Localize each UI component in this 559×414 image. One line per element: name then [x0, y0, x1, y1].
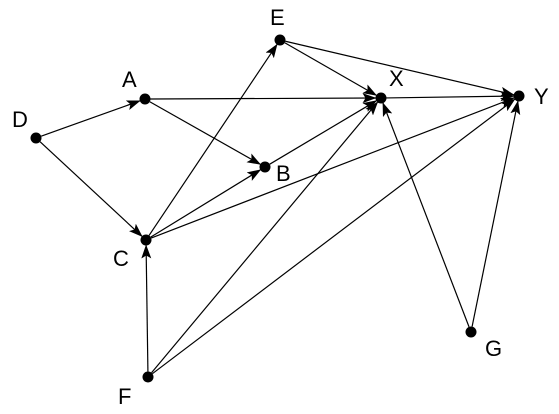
edge-c-to-y — [150, 97, 515, 239]
edge-g-to-y — [471, 100, 521, 327]
edge-e-to-x — [284, 42, 378, 96]
edge-a-to-x — [150, 93, 377, 104]
node-label-d: D — [12, 107, 28, 132]
edge-b-to-x — [269, 100, 378, 165]
labels-layer: D A B C E X Y F G — [12, 5, 549, 409]
node-label-g: G — [485, 336, 502, 361]
node-d — [30, 132, 42, 144]
node-f — [142, 371, 154, 383]
edge-c-to-b — [150, 169, 262, 238]
node-label-c: C — [113, 246, 129, 271]
node-b — [259, 161, 271, 173]
node-x — [375, 92, 387, 104]
node-a — [139, 93, 151, 105]
node-g — [465, 326, 477, 338]
edge-e-to-y — [285, 40, 515, 97]
node-label-y: Y — [534, 84, 549, 109]
edge-g-to-x — [382, 102, 470, 328]
edge-d-to-a — [40, 100, 141, 137]
node-label-x: X — [389, 66, 404, 91]
node-label-a: A — [122, 67, 137, 92]
nodes-layer — [30, 34, 525, 383]
node-y — [513, 90, 525, 102]
edge-d-to-c — [39, 141, 143, 237]
edges-layer — [39, 40, 521, 375]
edge-c-to-e — [148, 43, 278, 236]
node-label-e: E — [270, 5, 285, 30]
edge-a-to-b — [149, 101, 262, 165]
edge-f-to-c — [141, 244, 152, 372]
node-label-b: B — [276, 161, 291, 186]
edge-f-to-x — [151, 101, 379, 374]
node-label-f: F — [118, 384, 131, 409]
edge-f-to-y — [152, 98, 516, 375]
node-c — [140, 234, 152, 246]
edge-x-to-y — [386, 91, 515, 102]
node-e — [274, 34, 286, 46]
